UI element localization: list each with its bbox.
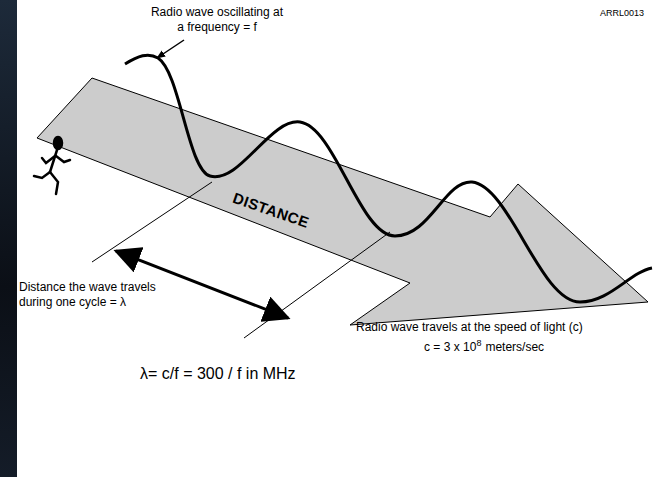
- speed-exponent: 8: [476, 338, 481, 348]
- speed-value: c = 3 x 108 meters/sec: [424, 336, 544, 355]
- figure-id: ARRL0013: [600, 6, 644, 21]
- callout-arrow: [157, 40, 184, 58]
- wavelength-note: Distance the wave travels during one cyc…: [19, 280, 169, 310]
- dark-border: [0, 0, 17, 477]
- speed-base: c = 3 x 10: [424, 340, 476, 354]
- speed-unit: meters/sec: [485, 340, 544, 354]
- formula: λ= c/f = 300 / f in MHz: [140, 364, 296, 384]
- callout-text: Radio wave oscillating at a frequency = …: [150, 5, 284, 35]
- wavelength-boundary: [92, 182, 212, 262]
- speed-note: Radio wave travels at the speed of light…: [356, 320, 583, 335]
